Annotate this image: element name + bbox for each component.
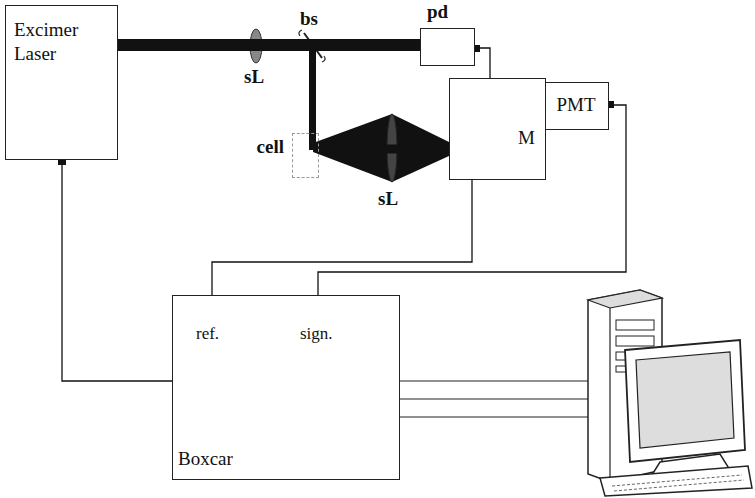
signal-wire <box>212 180 472 295</box>
signal-wire <box>475 48 490 78</box>
node-label: pd <box>427 1 448 23</box>
node-label: PMT <box>556 94 595 116</box>
node-label: Boxcar <box>178 448 233 470</box>
node-label: Excimer Laser <box>14 18 104 66</box>
monochromator-box: M <box>449 78 546 180</box>
photodiode-box: pd <box>420 28 475 66</box>
node-label: cell <box>257 136 284 158</box>
boxcar-box: Boxcar <box>172 295 400 480</box>
node-label: M <box>518 127 535 149</box>
beam-splitter-label: bs <box>300 8 318 30</box>
trigger-wire <box>62 160 172 381</box>
laser-beam <box>118 39 420 51</box>
sample-cell: cell <box>292 133 319 178</box>
input-label: ref. <box>196 324 219 344</box>
lens-label: sL <box>244 66 264 88</box>
laser-beam <box>309 46 316 150</box>
pmt-box: PMT <box>545 82 609 130</box>
laser-beam <box>319 145 449 154</box>
laser-box: Excimer Laser <box>5 5 118 160</box>
computer <box>588 290 752 496</box>
lens-label: sL <box>378 188 398 210</box>
input-label: sign. <box>300 324 333 344</box>
